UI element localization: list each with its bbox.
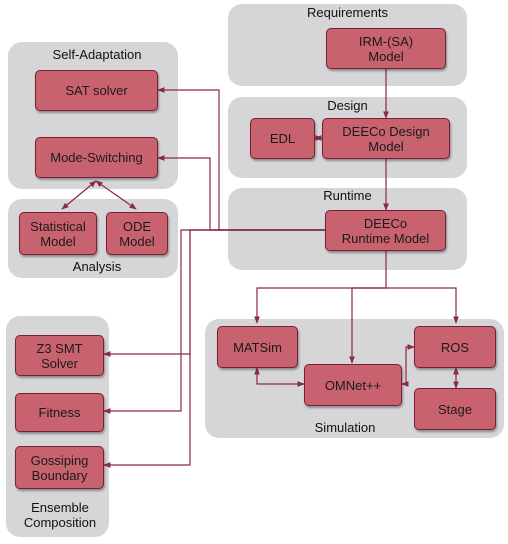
analysis-group-label: Analysis: [72, 259, 122, 274]
simulation-group-label: Simulation: [314, 420, 376, 435]
self-adaptation-group-label: Self-Adaptation: [52, 47, 142, 62]
edge-runtime-to-sat: [157, 87, 325, 231]
edge-runtime-to-simulation: [254, 251, 387, 324]
edge-runtime-to-omnet: [349, 287, 386, 364]
edl-node[interactable]: EDL: [250, 118, 315, 159]
matsim-node[interactable]: MATSim: [217, 326, 298, 368]
edge-mode-to-ode: [95, 180, 137, 210]
edge-runtime-to-mode-switching: [157, 155, 325, 231]
irm-sa-model-node[interactable]: IRM-(SA)Model: [326, 28, 446, 69]
edge-matsim-omnet: [254, 367, 305, 387]
omnet-node[interactable]: OMNet++: [304, 364, 402, 406]
mode-switching-node[interactable]: Mode-Switching: [35, 137, 158, 178]
runtime-group-label: Runtime: [323, 188, 372, 203]
edge-omnet-ros: [401, 344, 415, 387]
stage-node[interactable]: Stage: [414, 388, 496, 430]
design-group-label: Design: [327, 98, 368, 113]
requirements-group-label: Requirements: [307, 5, 388, 20]
fitness-node[interactable]: Fitness: [15, 393, 104, 432]
ros-node[interactable]: ROS: [414, 326, 496, 368]
edge-runtime-to-ros: [386, 287, 459, 324]
sat-solver-node[interactable]: SAT solver: [35, 70, 158, 111]
edge-mode-to-statistical: [61, 180, 97, 210]
edge-runtime-to-gossiping: [103, 229, 325, 468]
